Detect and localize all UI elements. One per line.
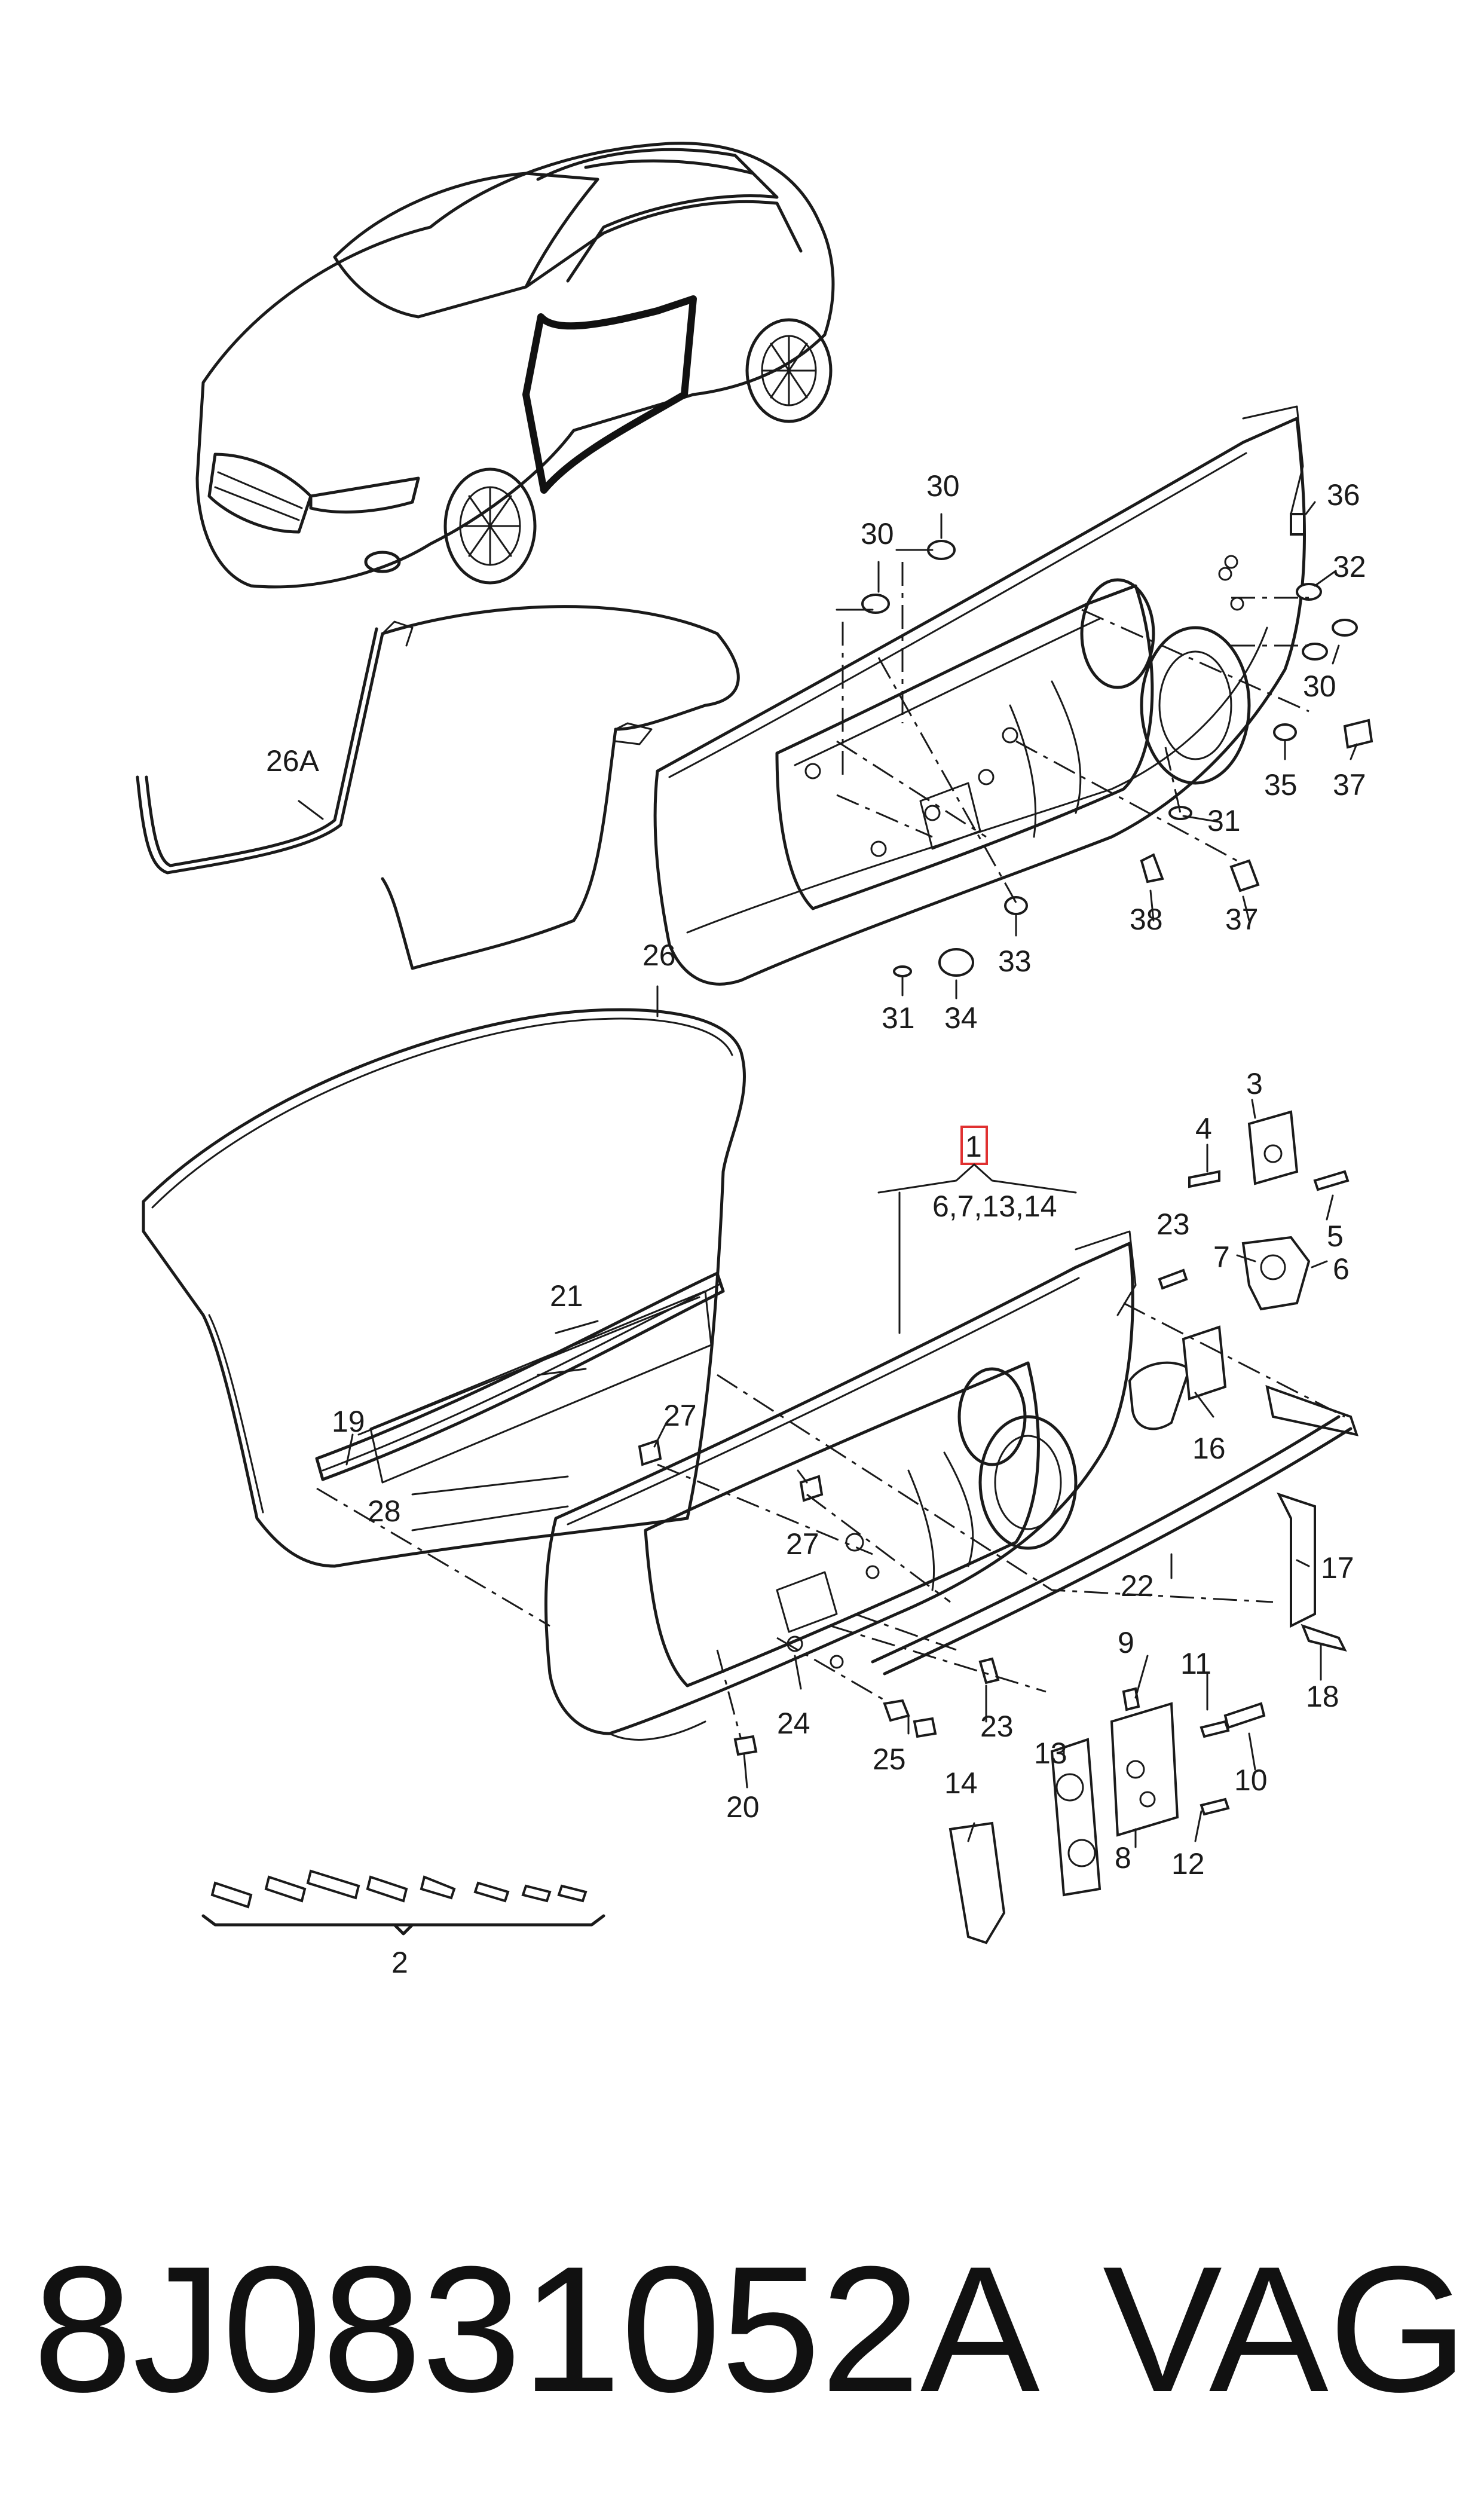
callout-14: 14	[944, 1766, 978, 1800]
callout-37a: 37	[1333, 768, 1366, 802]
callout-16: 16	[1192, 1432, 1226, 1465]
callout-5: 5	[1327, 1219, 1344, 1253]
callout-12: 12	[1171, 1847, 1205, 1881]
callout-2: 2	[391, 1946, 408, 1979]
callout-20: 20	[726, 1790, 760, 1824]
callout-7: 7	[1213, 1240, 1230, 1274]
callout-22: 22	[1121, 1569, 1154, 1603]
callout-24: 24	[777, 1707, 810, 1740]
brand-name: VAG	[1103, 2228, 1468, 2429]
door-seal-26a	[136, 605, 740, 970]
callout-23b: 23	[980, 1710, 1014, 1743]
callout-36: 36	[1327, 478, 1360, 512]
callout-3: 3	[1246, 1067, 1263, 1100]
callout-30a: 30	[926, 469, 960, 503]
callout-23a: 23	[1156, 1207, 1190, 1241]
callout-25: 25	[873, 1742, 906, 1776]
door-assembly-bottom	[544, 1230, 1137, 1741]
fasteners-top-right	[861, 513, 1373, 977]
car-illustration	[195, 142, 835, 589]
reference-lines	[316, 549, 1345, 1740]
leader-lines	[298, 501, 1358, 1848]
door-seal-26	[142, 1008, 746, 1568]
callout-8: 8	[1115, 1841, 1131, 1875]
callout-9: 9	[1118, 1626, 1134, 1659]
callout-38: 38	[1130, 903, 1163, 936]
callout-11: 11	[1180, 1647, 1211, 1680]
callout-19: 19	[332, 1405, 365, 1438]
callout-34: 34	[944, 1001, 978, 1035]
callout-28: 28	[368, 1494, 401, 1528]
callout-27b: 27	[786, 1527, 819, 1561]
callout-31a: 31	[1207, 804, 1241, 837]
callout-30c: 30	[1303, 669, 1336, 703]
callout-4: 4	[1195, 1112, 1212, 1145]
door-inner-panel-top	[653, 405, 1306, 986]
callout-17: 17	[1321, 1551, 1354, 1585]
callout-10: 10	[1234, 1763, 1268, 1797]
window-strip-19-21-28	[315, 1271, 725, 1484]
callout-33: 33	[998, 944, 1032, 978]
callout-6: 6	[1333, 1252, 1350, 1286]
callout-30b: 30	[861, 517, 894, 551]
callout-1: 1	[965, 1130, 982, 1163]
callout-26a: 26A	[266, 744, 320, 778]
callout-26: 26	[642, 938, 676, 972]
callout-31b: 31	[882, 1001, 915, 1035]
callout-32: 32	[1333, 550, 1366, 583]
callout-1-bracket	[877, 1163, 1077, 1334]
fastener-set-2	[201, 1869, 605, 1936]
callout-21: 21	[550, 1279, 583, 1313]
callout-13: 13	[1034, 1737, 1067, 1770]
callout-37b: 37	[1225, 903, 1259, 936]
callout-35: 35	[1264, 768, 1298, 802]
part-number: 8J0831052A	[33, 2228, 1041, 2429]
callout-labels: 30 30 30 36 32 35 37 31 37 38 33 31 34 2…	[266, 469, 1366, 1979]
callout-27a: 27	[663, 1399, 697, 1432]
callout-1-children: 6,7,13,14	[932, 1190, 1057, 1223]
callout-18: 18	[1306, 1680, 1339, 1713]
